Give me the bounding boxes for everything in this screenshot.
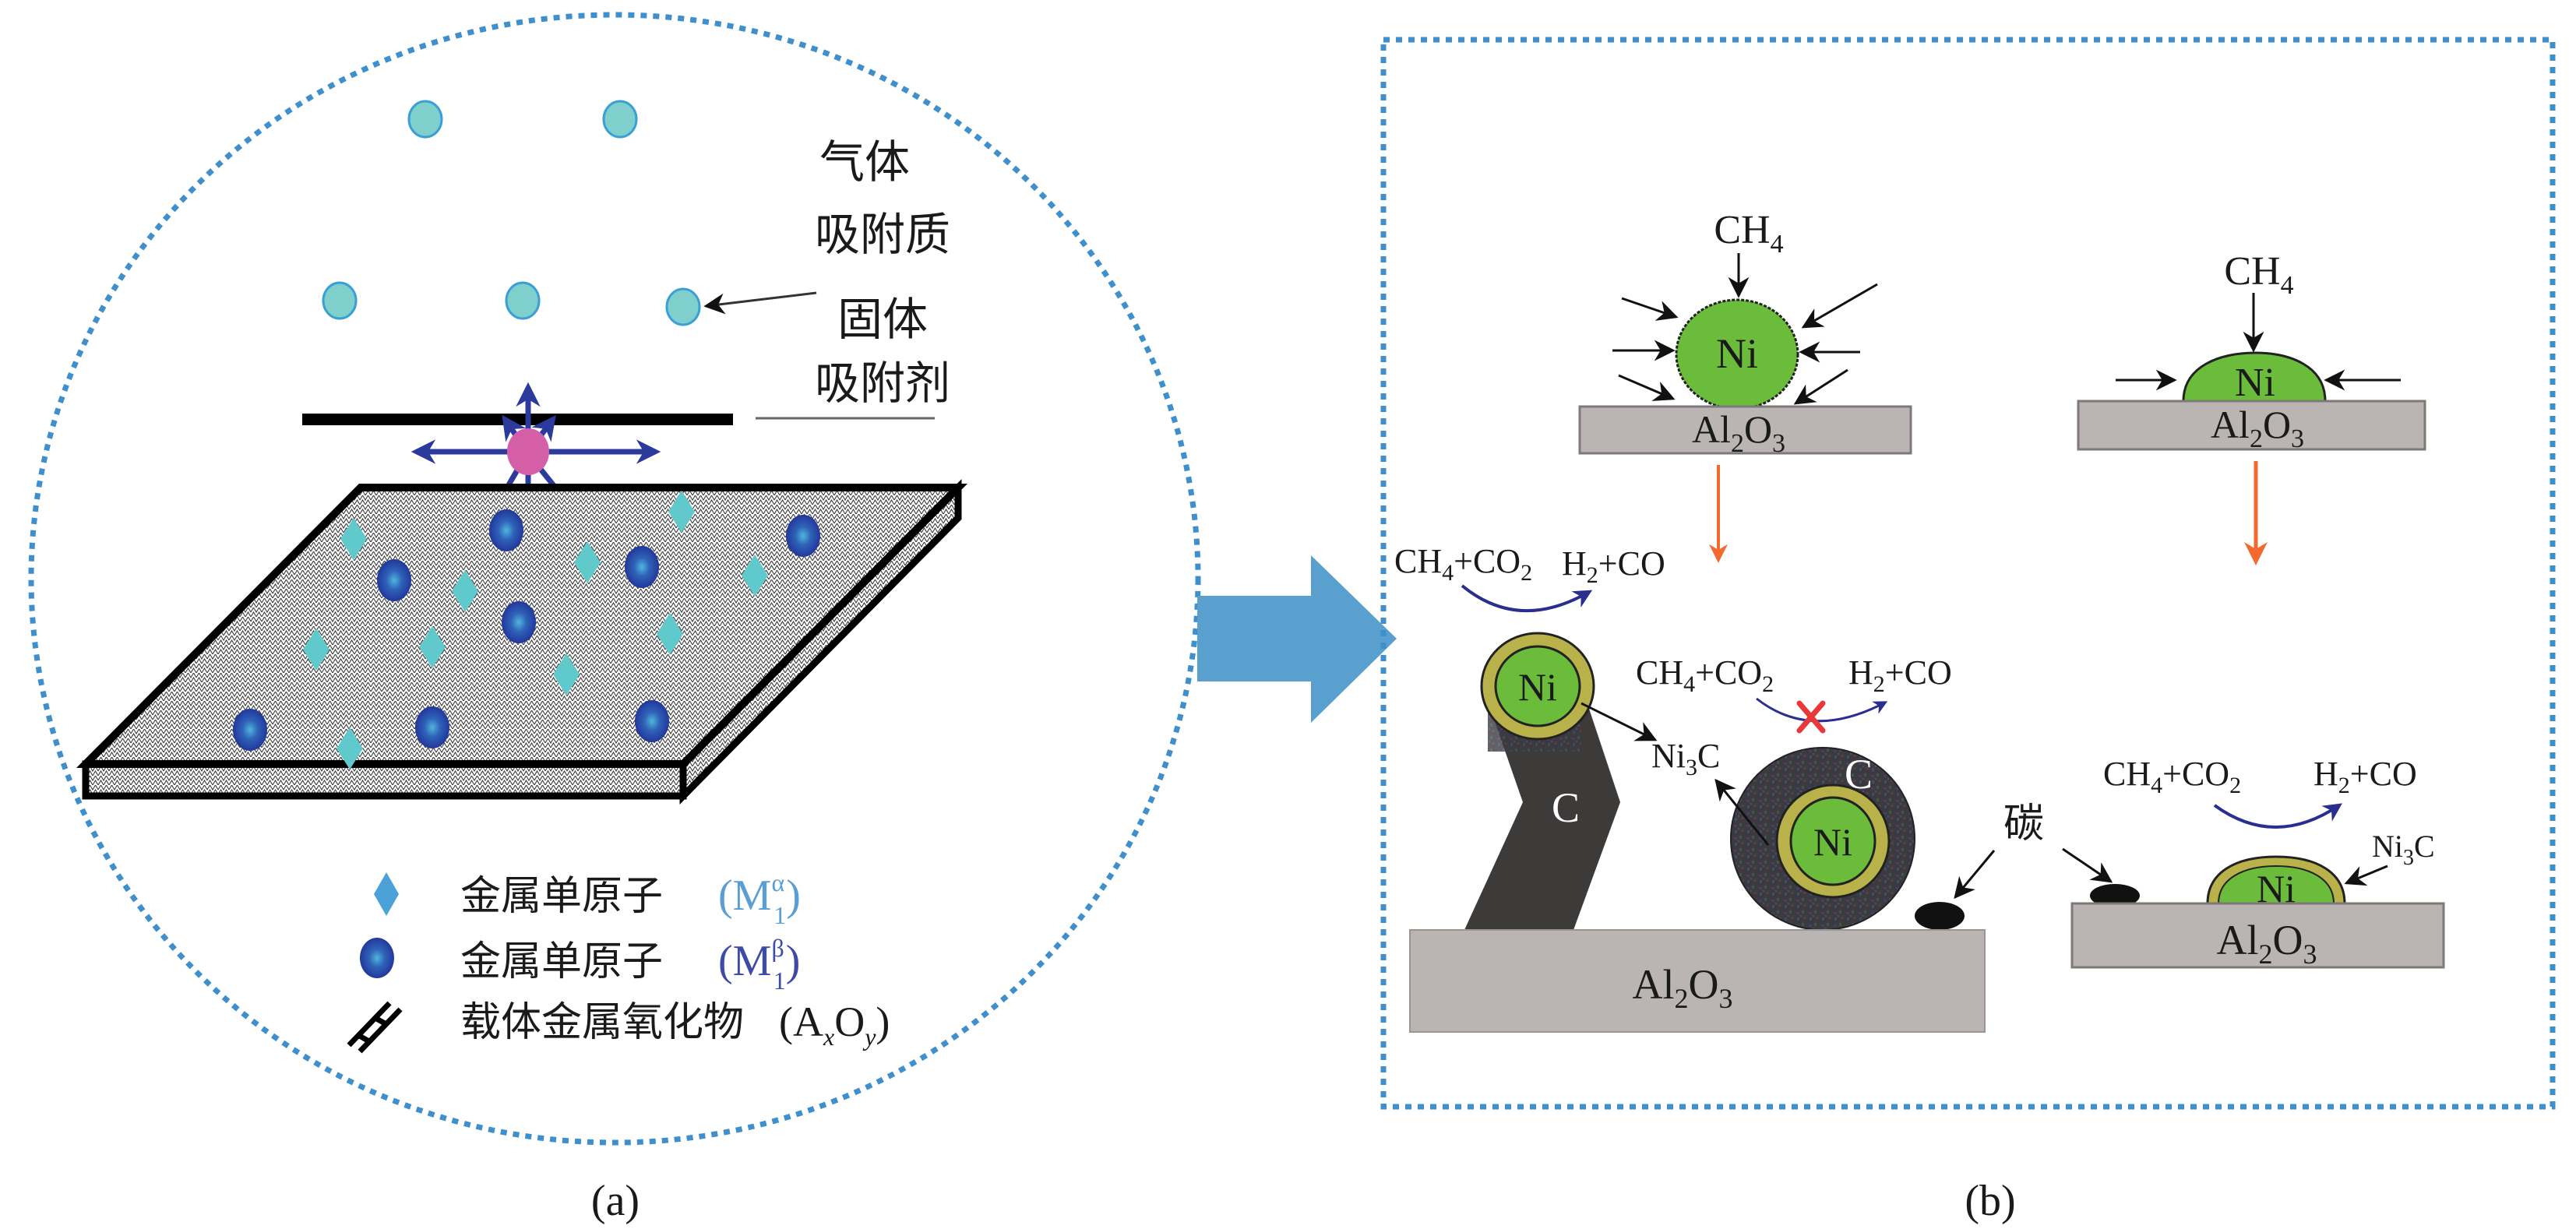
label-solid: 固体 xyxy=(837,293,928,346)
carbon-deposit xyxy=(2090,884,2140,907)
legend-support-formula: (AxOy) xyxy=(779,998,890,1051)
alumina-label: Al2O3 xyxy=(2217,917,2317,970)
reactants-label: CH4+CO2 xyxy=(1394,542,1532,586)
reactants-label: CH4+CO2 xyxy=(1636,653,1774,697)
alpha-atom-marker xyxy=(303,629,329,671)
alumina-label: Al2O3 xyxy=(1633,961,1733,1014)
carbon-label: C xyxy=(1845,751,1873,798)
beta-atom-marker xyxy=(377,559,411,601)
alumina-substrate xyxy=(2070,902,2445,969)
products-label: H2+CO xyxy=(2313,755,2417,798)
panel-a-caption: (a) xyxy=(591,1177,640,1225)
label-gas: 气体 xyxy=(819,136,910,188)
alpha-atom-marker xyxy=(419,626,446,668)
nickel-label: Ni xyxy=(1518,665,1557,709)
gas-atom xyxy=(322,281,358,320)
carbon-nanotube xyxy=(1464,697,1620,930)
methane-label: CH4 xyxy=(1714,208,1783,259)
ni3c-label: Ni3C xyxy=(2372,829,2435,870)
beta-atom-marker xyxy=(489,509,523,551)
nickel-core xyxy=(1494,645,1581,727)
ni3c-pointer xyxy=(1580,702,1658,741)
reaction-arc xyxy=(2213,803,2342,829)
carbon-pointer-left xyxy=(1954,850,1996,900)
gas-atom xyxy=(602,100,638,139)
legend-alpha-label: 金属单原子 xyxy=(460,873,663,920)
ni3c-pointer xyxy=(2344,865,2388,886)
nickel-label: Ni xyxy=(2235,361,2275,405)
beta-atom-marker xyxy=(625,546,659,588)
nickel-core xyxy=(1789,796,1876,886)
deactivation-scene: CH4+CO2 H2+CO Ni C Ni3C CH4+CO2 H2+CO xyxy=(1394,542,1986,1033)
panel-b-dotted-frame xyxy=(1380,37,2556,1110)
beta-atom-marker xyxy=(786,515,820,557)
alumina-substrate xyxy=(2077,400,2426,451)
alumina-substrate xyxy=(1578,405,1912,455)
alumina-label: Al2O3 xyxy=(1692,407,1785,458)
label-adsorbent: 吸附剂 xyxy=(815,357,950,410)
gas-atoms xyxy=(322,100,701,326)
alumina-substrate xyxy=(1409,929,1986,1033)
alpha-atom-marker xyxy=(657,613,683,655)
plate-front-face xyxy=(82,760,687,800)
gas-atom xyxy=(665,287,701,326)
alpha-atoms xyxy=(303,491,768,769)
adsorbed-atom xyxy=(507,428,549,475)
attack-arrows xyxy=(1612,283,1878,405)
reaction-arc xyxy=(1461,584,1593,612)
carbon-cn-label: 碳 xyxy=(2003,801,2044,847)
methane-label: CH4 xyxy=(2224,249,2293,300)
ni3c-label: Ni3C xyxy=(1651,737,1720,780)
reactants-label: CH4+CO2 xyxy=(2103,755,2241,798)
diamond-atom-icon xyxy=(374,872,399,916)
nickel-label: Ni xyxy=(1813,820,1852,864)
label-adsorbate: 吸附质 xyxy=(815,208,950,261)
alpha-atom-marker xyxy=(340,518,367,560)
beta-atom-marker xyxy=(502,601,536,643)
gas-atom xyxy=(505,281,541,320)
sphere-atom-icon xyxy=(360,938,394,978)
panel-a-dotted-frame xyxy=(28,12,1201,1146)
beta-atom-marker xyxy=(415,706,449,748)
support-lattice-icon xyxy=(347,1001,403,1054)
products-label: H2+CO xyxy=(1848,653,1952,697)
transition-arrow xyxy=(1197,555,1397,723)
panel-b: CH4 Ni Al2O3 CH4 xyxy=(1380,37,2556,1225)
alpha-atom-marker xyxy=(742,555,768,597)
carbon-pointer-right xyxy=(2062,847,2113,883)
alumina-label: Al2O3 xyxy=(2211,403,2304,453)
carbon-deposit xyxy=(1915,902,1965,930)
nickel-dome xyxy=(2217,865,2335,904)
beta-atoms xyxy=(233,509,820,751)
panel-b-caption: (b) xyxy=(1965,1177,2015,1225)
gas-atom xyxy=(407,100,443,139)
ni-dome-scene: CH4 Ni Al2O3 xyxy=(2077,249,2426,565)
ni-sphere-scene: CH4 Ni Al2O3 xyxy=(1578,208,1912,563)
products-label: H2+CO xyxy=(1562,544,1665,588)
carbon-label: C xyxy=(1552,784,1580,831)
alpha-atom-marker xyxy=(452,570,478,612)
ni3c-pointer xyxy=(1714,778,1770,846)
legend-beta-label: 金属单原子 xyxy=(460,938,663,985)
alpha-atom-marker xyxy=(668,491,695,533)
legend-support-label: 载体金属氧化物 xyxy=(460,999,744,1046)
beta-atom-marker xyxy=(233,709,267,751)
nickel-label: Ni xyxy=(1716,330,1758,377)
blocked-x-icon xyxy=(1796,700,1826,734)
nickel-dome xyxy=(2182,351,2327,403)
solid-surface-bar xyxy=(302,414,733,425)
alpha-atom-marker xyxy=(574,541,601,583)
alpha-atom-marker xyxy=(553,653,580,695)
alpha-atom-marker xyxy=(337,727,363,769)
beta-atom-marker xyxy=(635,700,669,742)
stable-scene: CH4+CO2 H2+CO Ni Ni3C Al2O3 xyxy=(2070,755,2445,970)
gas-pointer-arrow xyxy=(703,291,817,315)
